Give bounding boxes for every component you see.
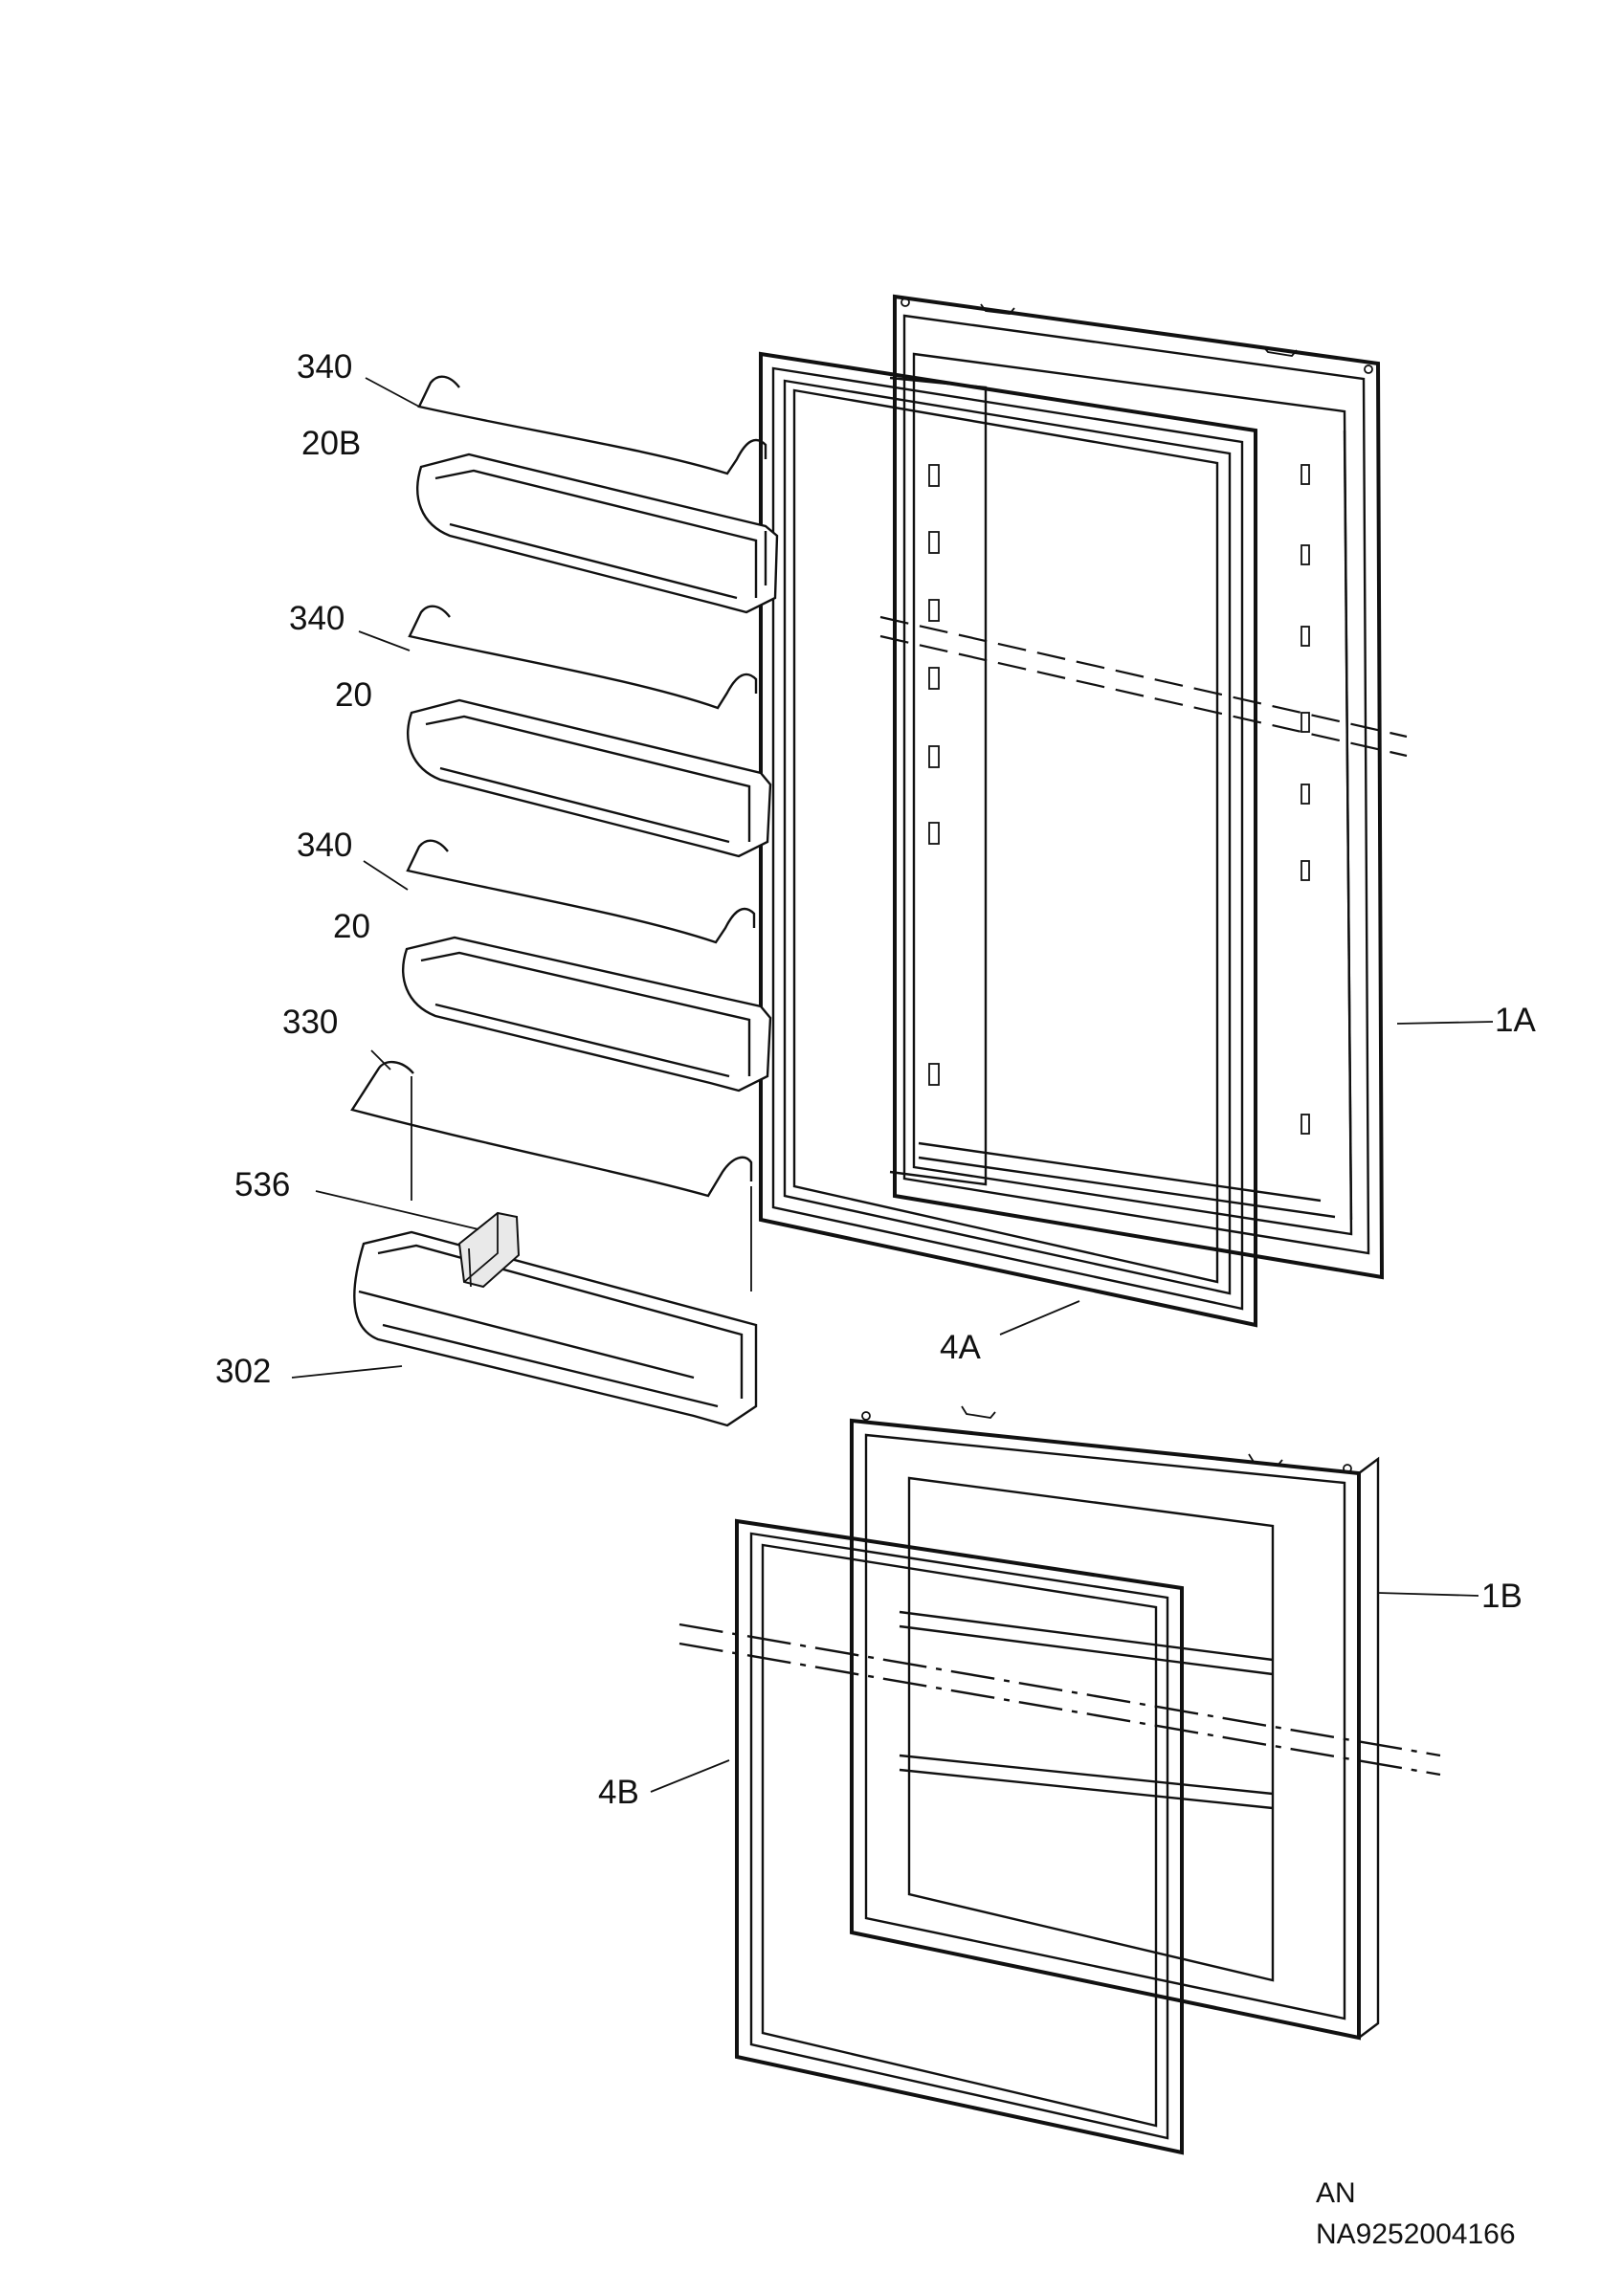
footer-document-number: NA9252004166 bbox=[1316, 2219, 1516, 2250]
upper-break-line bbox=[879, 615, 1408, 739]
callout-4a: 4A bbox=[940, 1329, 981, 1366]
callout-1a: 1A bbox=[1495, 1002, 1536, 1039]
lower-door-panel bbox=[850, 1405, 1380, 2041]
callout-4b: 4B bbox=[598, 1774, 639, 1811]
callout-536: 536 bbox=[234, 1166, 290, 1203]
lower-door-gasket bbox=[735, 1518, 1184, 2155]
bottle-retainer-wire-2 bbox=[408, 605, 758, 710]
callout-330: 330 bbox=[282, 1004, 338, 1041]
callout-20-first: 20 bbox=[335, 676, 372, 714]
upper-break-line-2 bbox=[879, 634, 1408, 758]
lower-break-line-2 bbox=[678, 1642, 1441, 1777]
bottle-shelf-302 bbox=[353, 1230, 758, 1427]
callout-340-top: 340 bbox=[297, 348, 352, 386]
upper-door-gasket bbox=[759, 351, 1257, 1328]
door-shelf-20-second bbox=[402, 936, 772, 1093]
callout-302: 302 bbox=[215, 1353, 271, 1390]
callout-340-lower: 340 bbox=[297, 827, 352, 864]
callout-1b: 1B bbox=[1481, 1578, 1523, 1615]
door-shelf-20b bbox=[416, 453, 779, 614]
lower-break-line bbox=[678, 1623, 1441, 1757]
callout-20b: 20B bbox=[301, 425, 361, 462]
footer-language-code: AN bbox=[1316, 2177, 1356, 2209]
callout-340-middle: 340 bbox=[289, 600, 345, 637]
bottle-divider-536 bbox=[457, 1211, 521, 1289]
bottle-retainer-wire-330 bbox=[350, 1061, 753, 1292]
door-shelf-20 bbox=[407, 698, 772, 858]
bottle-retainer-wire-3 bbox=[406, 839, 756, 944]
callout-20-second: 20 bbox=[333, 908, 370, 945]
upper-door-panel bbox=[889, 294, 1385, 1280]
leader-lines bbox=[291, 377, 1494, 1793]
bottle-retainer-wire bbox=[417, 375, 767, 475]
